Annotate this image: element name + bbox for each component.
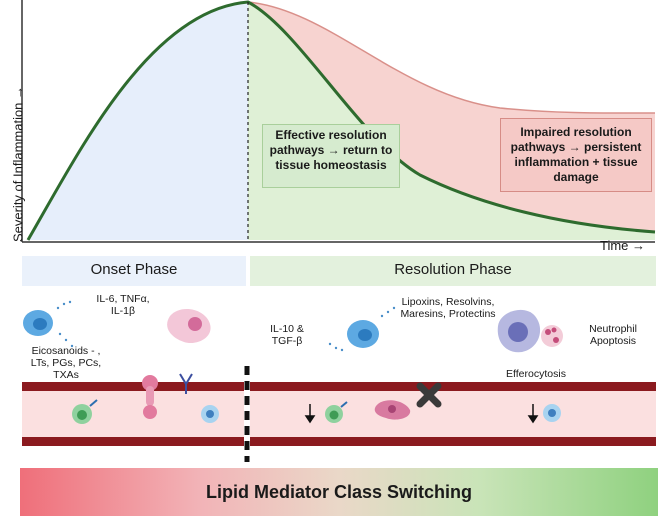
efferocytosis-cells-icon: [497, 309, 563, 353]
cellular-illustration: [22, 300, 656, 462]
down-arrow-icon: [304, 404, 316, 424]
m2-macrophage-icon: [347, 320, 379, 348]
down-arrow-icon-2: [527, 404, 539, 424]
persistent-curve: [247, 1, 656, 114]
resolution-t-cell-icon: [543, 404, 561, 422]
resolution-phase-header: Resolution Phase: [250, 256, 656, 286]
mast-cell-icon: [167, 309, 211, 344]
cytokine-label: IL-6, TNFα, IL-1β: [96, 293, 150, 317]
resolution-vessel: [250, 382, 656, 446]
endothelial-cell-icon: [374, 400, 411, 420]
mediator-dots-icon: [328, 306, 396, 352]
impaired-resolution-box: Impaired resolution pathways → persisten…: [500, 118, 652, 192]
transmigrating-cell-icon: [142, 375, 158, 419]
onset-phase-header: Onset Phase: [22, 256, 246, 286]
onset-area: [28, 2, 248, 240]
macrophage-cell-icon: [23, 310, 53, 336]
antibody-icon: [179, 373, 193, 394]
lipid-mediator-banner: Lipid Mediator Class Switching: [20, 468, 658, 516]
spm-label: Lipoxins, Resolvins, Maresins, Protectin…: [400, 296, 496, 320]
eicosanoid-label: Eicosanoids - , LTs, PGs, PCs, TXAs: [30, 345, 102, 381]
efferocytosis-label: Efferocytosis: [506, 368, 566, 380]
il10-label: IL-10 & TGF-β: [270, 323, 304, 347]
effective-resolution-box: Effective resolution pathways → return t…: [262, 124, 400, 188]
neutrophil-apoptosis-label: Neutrophil Apoptosis: [589, 323, 637, 347]
cytokine-dots-icon: [56, 300, 74, 348]
blocked-migration-icon: [416, 382, 442, 408]
t-cell-icon: [201, 405, 219, 423]
x-axis-label: Time →: [600, 238, 646, 253]
resolution-monocyte-icon: [325, 401, 348, 423]
main-curve: [26, 0, 656, 241]
monocyte-cell-icon: [72, 399, 98, 424]
